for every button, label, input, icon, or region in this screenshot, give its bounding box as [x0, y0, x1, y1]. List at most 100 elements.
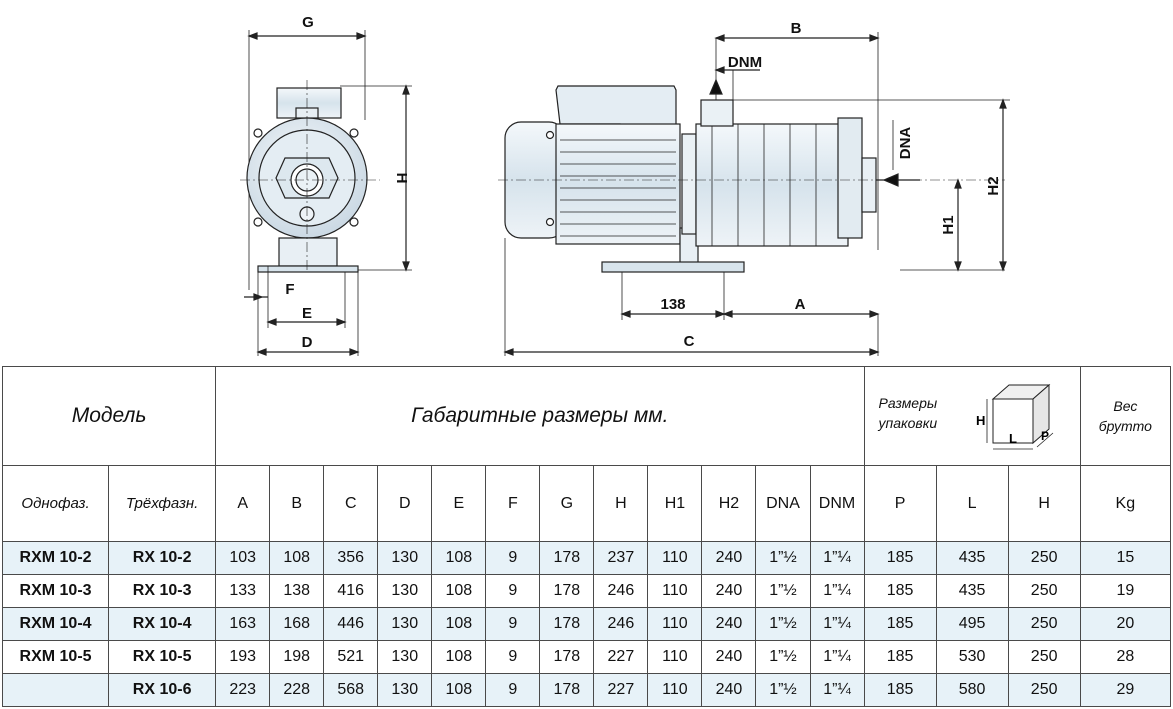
table-cell: 110	[647, 640, 703, 674]
table-cell: 250	[1007, 673, 1081, 707]
dim-label-138: 138	[660, 296, 685, 313]
table-cell: 108	[431, 607, 487, 641]
table-cell: 133	[215, 574, 271, 608]
box-icon-label-p: P	[1041, 429, 1049, 443]
table-cell: 250	[1007, 640, 1081, 674]
col-header: H	[593, 465, 649, 542]
pack-title-line1: Размеры	[878, 395, 938, 411]
table-cell: 108	[431, 574, 487, 608]
dim-label-e: E	[302, 305, 312, 322]
table-cell: 9	[485, 574, 541, 608]
weight-title-line1: Вес	[1113, 398, 1138, 414]
col-header: H1	[647, 465, 703, 542]
table-cell: 356	[323, 541, 379, 575]
table-cell: 20	[1079, 607, 1172, 641]
col-header: F	[485, 465, 541, 542]
pack-title-line2: упаковки	[878, 415, 938, 431]
table-cell: 185	[863, 607, 937, 641]
box-dimensions-icon: H L P	[976, 383, 1053, 450]
model-single-phase: RXM 10-3	[1, 574, 110, 608]
table-cell: 1”¼	[809, 541, 865, 575]
col-header: G	[539, 465, 595, 542]
table-cell: 185	[863, 574, 937, 608]
dims-title: Габаритные размеры мм.	[215, 366, 865, 466]
table-cell: 130	[377, 574, 433, 608]
table-cell: 110	[647, 574, 703, 608]
table-cell: 240	[701, 541, 757, 575]
table-cell: 416	[323, 574, 379, 608]
table-cell: 435	[935, 541, 1009, 575]
side-view	[498, 32, 1010, 356]
model-three-phase: RX 10-5	[108, 640, 217, 674]
table-cell: 28	[1079, 640, 1172, 674]
table-cell: 130	[377, 541, 433, 575]
table-cell: 1”½	[755, 574, 811, 608]
col-header: B	[269, 465, 325, 542]
model-single-phase: RXM 10-2	[1, 541, 110, 575]
table-cell: 130	[377, 607, 433, 641]
table-cell: 178	[539, 640, 595, 674]
table-cell: 9	[485, 673, 541, 707]
dim-label-g: G	[302, 14, 314, 31]
table-cell: 246	[593, 607, 649, 641]
header-row-columns: Однофаз. Трёхфазн. A B C D E F G H H1 H2…	[1, 465, 1172, 542]
table-cell: 228	[269, 673, 325, 707]
dim-label-f: F	[285, 281, 294, 298]
col-header: D	[377, 465, 433, 542]
table-cell: 108	[431, 673, 487, 707]
col-header: L	[935, 465, 1009, 542]
col-header: A	[215, 465, 271, 542]
table-cell: 495	[935, 607, 1009, 641]
table-cell: 250	[1007, 541, 1081, 575]
table-cell: 9	[485, 541, 541, 575]
table-cell: 237	[593, 541, 649, 575]
table-cell: 250	[1007, 574, 1081, 608]
table-cell: 240	[701, 607, 757, 641]
col-header: H	[1007, 465, 1081, 542]
table-cell: 446	[323, 607, 379, 641]
table-cell: 15	[1079, 541, 1172, 575]
dimensions-table: Модель Габаритные размеры мм. Размеры уп…	[1, 366, 1172, 707]
table-cell: 185	[863, 673, 937, 707]
table-cell: 108	[269, 541, 325, 575]
table-cell: 138	[269, 574, 325, 608]
table-cell: 227	[593, 640, 649, 674]
table-cell: 178	[539, 574, 595, 608]
table-cell: 223	[215, 673, 271, 707]
table-cell: 108	[431, 640, 487, 674]
dim-label-a: A	[795, 296, 806, 313]
table-cell: 227	[593, 673, 649, 707]
front-view	[240, 30, 412, 356]
dim-label-h2: H2	[985, 176, 1002, 195]
table-cell: 178	[539, 607, 595, 641]
model-three-phase: RX 10-3	[108, 574, 217, 608]
dim-label-b: B	[791, 20, 802, 37]
table-cell: 435	[935, 574, 1009, 608]
table-cell: 110	[647, 607, 703, 641]
col-header: DNM	[809, 465, 865, 542]
table-cell: 240	[701, 673, 757, 707]
model-single-phase	[1, 673, 110, 707]
table-cell: 246	[593, 574, 649, 608]
table-cell: 1”¼	[809, 673, 865, 707]
col-header: P	[863, 465, 937, 542]
model-three-phase: RX 10-2	[108, 541, 217, 575]
table-cell: 19	[1079, 574, 1172, 608]
table-cell: 1”¼	[809, 640, 865, 674]
table-cell: 193	[215, 640, 271, 674]
header-row-main: Модель Габаритные размеры мм. Размеры уп…	[1, 366, 1172, 466]
table-cell: 178	[539, 673, 595, 707]
table-cell: 198	[269, 640, 325, 674]
table-cell: 29	[1079, 673, 1172, 707]
table-cell: 1”½	[755, 640, 811, 674]
col-header-single-phase: Однофаз.	[1, 465, 110, 542]
table-cell: 185	[863, 541, 937, 575]
table-cell: 1”¼	[809, 574, 865, 608]
model-three-phase: RX 10-4	[108, 607, 217, 641]
table-cell: 530	[935, 640, 1009, 674]
